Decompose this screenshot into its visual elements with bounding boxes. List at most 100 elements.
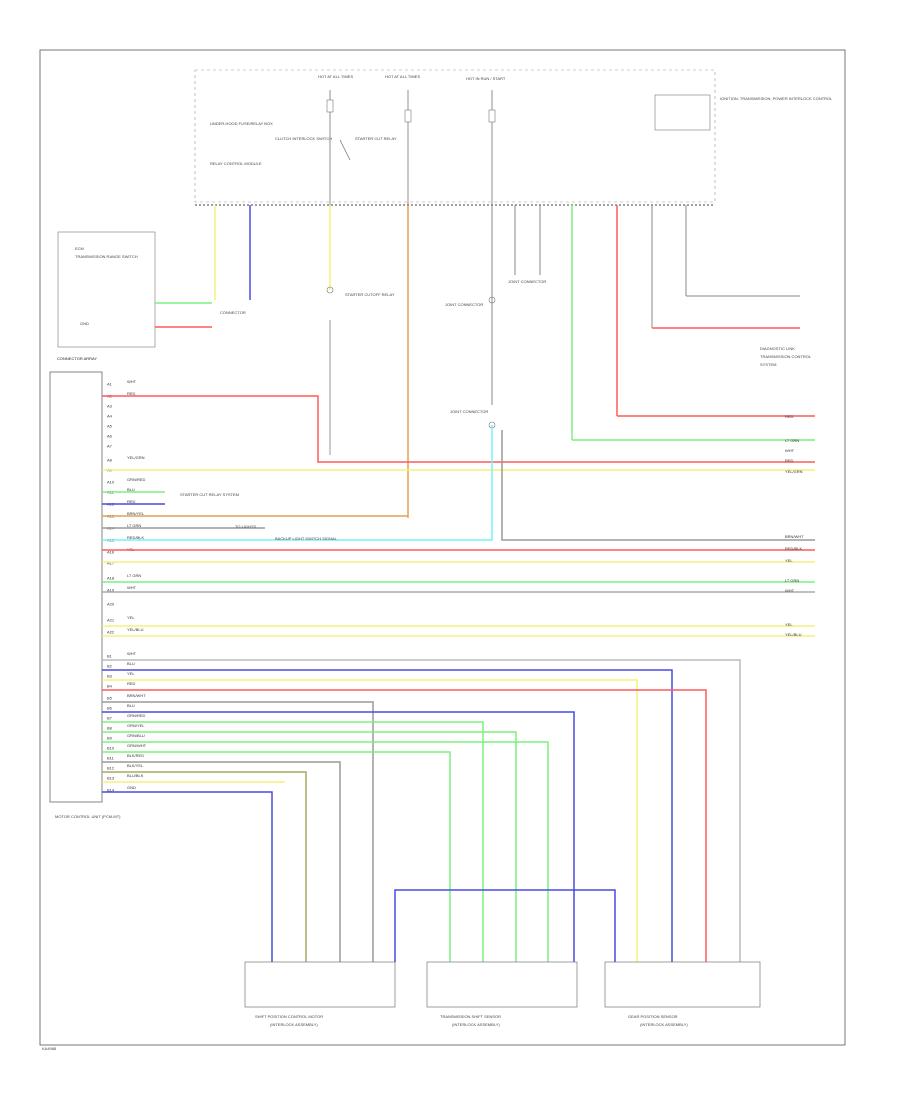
wire-b3-yellow (102, 679, 638, 962)
wire-b5-gray (102, 701, 374, 962)
bottom-name-2: TRANSMISSION SHIFT SENSOR (440, 1014, 501, 1019)
wire-b9-green (102, 741, 549, 962)
right-wire-label: YEL (785, 622, 793, 627)
left-box-line3: GND (80, 321, 89, 326)
pin-wire-color: BRN/YEL (127, 511, 145, 516)
wire-a2-red (102, 395, 815, 463)
starter-cutoff-label: STARTER CUTOFF RELAY (345, 292, 395, 297)
pin-wire-color: GRN/WHT (127, 743, 147, 748)
wire-b11-gray (102, 761, 341, 962)
pin-wire-color: BLK/YEL (127, 763, 144, 768)
pin-number: B13 (107, 776, 115, 781)
right-ref-label-1: DIAGNOSTIC LINK (760, 346, 795, 351)
pin-number: A18 (107, 576, 115, 581)
pin-number: B14 (107, 788, 115, 793)
pin-wire-color: BRN/WHT (127, 693, 146, 698)
junction-1 (488, 296, 496, 304)
a14-ref-label: BACKUP LIGHT SWITCH SIGNAL (275, 536, 338, 541)
starter-cut-label: STARTER CUT RELAY (355, 136, 397, 141)
bottom-connector-2 (426, 961, 578, 1008)
pin-number: B9 (107, 736, 113, 741)
wire-b2-blue (102, 669, 673, 962)
pin-number: B7 (107, 716, 113, 721)
right-wire-label: WHT (785, 448, 795, 453)
bridge-wire-blue (394, 889, 616, 962)
pin-number: A16 (107, 550, 115, 555)
bottom-connector-3 (604, 961, 761, 1008)
module-header: CONNECTOR ARRAY (57, 356, 97, 361)
fuse-2 (404, 109, 412, 123)
pin-number: A1 (107, 382, 113, 387)
diagram-frame (39, 49, 846, 1046)
wire-b6-blue (102, 711, 575, 962)
pin-wire-color: BLU (127, 487, 135, 492)
wire-b14-blue (102, 791, 273, 962)
bottom-name-1: SHIFT POSITION CONTROL MOTOR (255, 1014, 323, 1019)
ecu-right-label: IGNITION, TRANSMISSION, POWER INTERLOCK … (720, 96, 833, 101)
wire-a14-cyan (102, 425, 493, 541)
right-wire-label: BRN/WHT (785, 534, 804, 539)
pin-wire-color: LT GRN (127, 523, 141, 528)
wire-b12-olive (102, 771, 307, 962)
right-ref-label-2: TRANSMISSION CONTROL (760, 354, 812, 359)
pin-number: A7 (107, 444, 113, 449)
pin-wire-color: GND (127, 785, 136, 790)
right-wire-label: RED/BLK (785, 546, 802, 551)
pin-number: A5 (107, 424, 113, 429)
module-wire-group (102, 320, 815, 962)
pin-number: B12 (107, 766, 115, 771)
pin-wire-color: BLU/BLK (127, 773, 144, 778)
diagram-id: KA4988 (42, 1046, 57, 1051)
pin-wire-color: RED (127, 499, 136, 504)
wire-b8-green (102, 731, 517, 962)
connector-ref-label: CONNECTOR (220, 310, 246, 315)
ecu-top-box (654, 94, 711, 131)
pin-wire-color: GRN/YEL (127, 723, 145, 728)
right-wire-label: LT GRN (785, 438, 799, 443)
right-wire-label: WHT (785, 588, 795, 593)
pin-number: A4 (107, 414, 113, 419)
pin-wire-color: RED (127, 681, 136, 686)
wire-b4-red (102, 689, 707, 962)
right-ref-label-3: SYSTEM (760, 362, 776, 367)
pin-wire-color: YEL (127, 615, 135, 620)
left-box-line1: ECM (75, 246, 84, 251)
pin-wire-color: GRN/BLU (127, 733, 145, 738)
wire-b7-green (102, 721, 484, 962)
fuse-relay-box (194, 69, 716, 203)
pin-wire-color: GRN/RED (127, 477, 146, 482)
clutch-switch-label: CLUTCH INTERLOCK SWITCH (275, 136, 332, 141)
pin-number: A8 (107, 458, 113, 463)
bottom-sub-2: (INTERLOCK ASSEMBLY) (452, 1022, 500, 1027)
bottom-sub-1: (INTERLOCK ASSEMBLY) (270, 1022, 318, 1027)
junction-3 (326, 286, 334, 294)
pin-wire-color: YEL/BLU (127, 627, 144, 632)
pin-wire-color: GRN/RED (127, 713, 146, 718)
fuse-relay-label: UNDER-HOOD FUSE/RELAY BOX (210, 121, 273, 126)
pin-number: A3 (107, 404, 113, 409)
joint1-label: JOINT CONNECTOR (445, 302, 483, 307)
left-top-box (57, 231, 156, 348)
switch-1 (339, 139, 351, 161)
pin-wire-color: WHT (127, 651, 137, 656)
pin-wire-color: WHT (127, 379, 137, 384)
pin-wire-color: WHT (127, 585, 137, 590)
left-box-line2: TRANSMISSION RANGE SWITCH (75, 254, 138, 259)
wire-b10-green (102, 751, 451, 962)
pin-wire-color: RED (127, 391, 136, 396)
pin-wire-color: LT GRN (127, 573, 141, 578)
pin-number: B3 (107, 674, 113, 679)
right-wire-label: RED (785, 458, 794, 463)
source-label-1: HOT AT ALL TIMES (318, 74, 353, 79)
bottom-connector-1 (244, 961, 396, 1008)
pin-number: B2 (107, 664, 113, 669)
bottom-name-3: GEAR POSITION SENSOR (628, 1014, 678, 1019)
pin-wire-color: BLU (127, 703, 135, 708)
pin-number: B6 (107, 706, 113, 711)
pin-wire-color: RED/BLK (127, 535, 144, 540)
pin-number: A22 (107, 630, 115, 635)
pin-number: B5 (107, 696, 113, 701)
